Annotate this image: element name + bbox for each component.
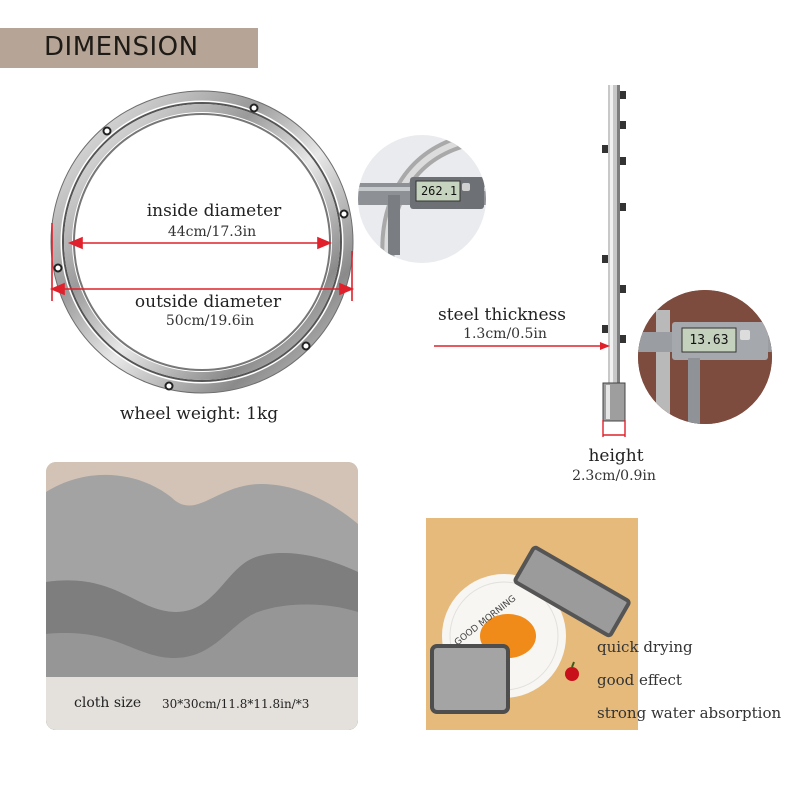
feature-quick-drying: quick drying: [597, 638, 693, 656]
steel-thickness-value: 1.3cm/0.5in: [463, 326, 547, 342]
banner-title: DIMENSION: [44, 32, 199, 62]
inside-diameter-label: inside diameter: [146, 201, 282, 221]
cloth-size-value: 30*30cm/11.8*11.8in/*3: [162, 697, 310, 711]
ring-side-profile: [602, 85, 626, 437]
height-label: height: [588, 446, 644, 466]
caliper-reading-1: 262.1: [420, 184, 458, 198]
feature-water-absorption: strong water absorption: [597, 704, 782, 722]
caliper-photo-diameter: 262.1: [358, 135, 486, 263]
outside-diameter-label: outside diameter: [134, 292, 282, 312]
plate-photo-card: GOOD MORNING: [426, 518, 638, 730]
wheel-weight-label: wheel weight: 1kg: [119, 404, 279, 424]
caliper-photo-thickness: 13.63: [638, 290, 772, 424]
steel-thickness-label: steel thickness: [437, 305, 567, 325]
steel-thickness-arrow: [434, 342, 610, 350]
inside-diameter-value: 44cm/17.3in: [167, 224, 257, 240]
dimension-banner: DIMENSION: [0, 28, 258, 68]
cloth-size-label: cloth size: [74, 695, 142, 711]
feature-good-effect: good effect: [597, 671, 682, 689]
ring-measure-arrows: [49, 223, 355, 301]
outside-diameter-value: 50cm/19.6in: [165, 313, 255, 329]
cloth-photo-card: cloth size 30*30cm/11.8*11.8in/*3: [46, 462, 358, 730]
caliper-reading-2: 13.63: [689, 333, 729, 348]
height-value: 2.3cm/0.9in: [572, 468, 656, 484]
